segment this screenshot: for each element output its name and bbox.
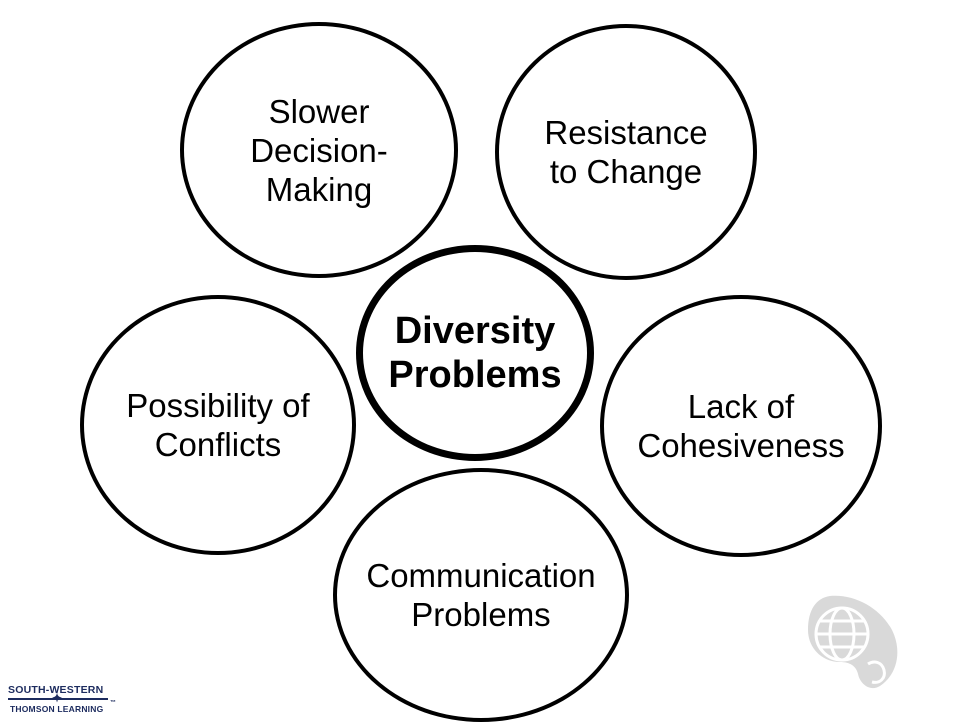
logo-trademark: ™ [110, 700, 116, 706]
node-label-line: Making [265, 170, 373, 208]
node-possibility-of-conflicts: Possibility of Conflicts [80, 295, 356, 555]
globe-icon [808, 595, 898, 689]
node-label-line: Conflicts [154, 426, 282, 463]
logo-line-2: THOMSON LEARNING [10, 704, 104, 714]
node-communication-problems: Communication Problems [333, 468, 629, 722]
node-label-line: Cohesiveness [637, 427, 845, 464]
node-label-line: Possibility of [126, 387, 310, 424]
star-icon: ✦ [52, 691, 63, 705]
node-label-line: Communication [366, 557, 596, 594]
node-label-line: to Change [549, 153, 703, 190]
center-label-line: Diversity [394, 310, 556, 352]
center-node-diversity-problems: Diversity Problems [356, 245, 594, 461]
node-lack-of-cohesiveness: Lack of Cohesiveness [600, 295, 882, 557]
node-resistance-to-change: Resistance to Change [495, 24, 757, 280]
center-label-line: Problems [388, 354, 562, 396]
node-label-line: Slower [268, 92, 370, 130]
publisher-logo: SOUTH-WESTERN ✦ ™ THOMSON LEARNING [2, 678, 132, 718]
node-slower-decision-making: Slower Decision- Making [180, 22, 458, 278]
node-label-line: Lack of [687, 388, 795, 425]
logo-divider [8, 698, 108, 700]
node-label-line: Decision- [250, 131, 388, 169]
node-label-line: Resistance [544, 114, 708, 151]
logo-line-1: SOUTH-WESTERN [8, 684, 104, 696]
node-label-line: Problems [411, 596, 551, 633]
